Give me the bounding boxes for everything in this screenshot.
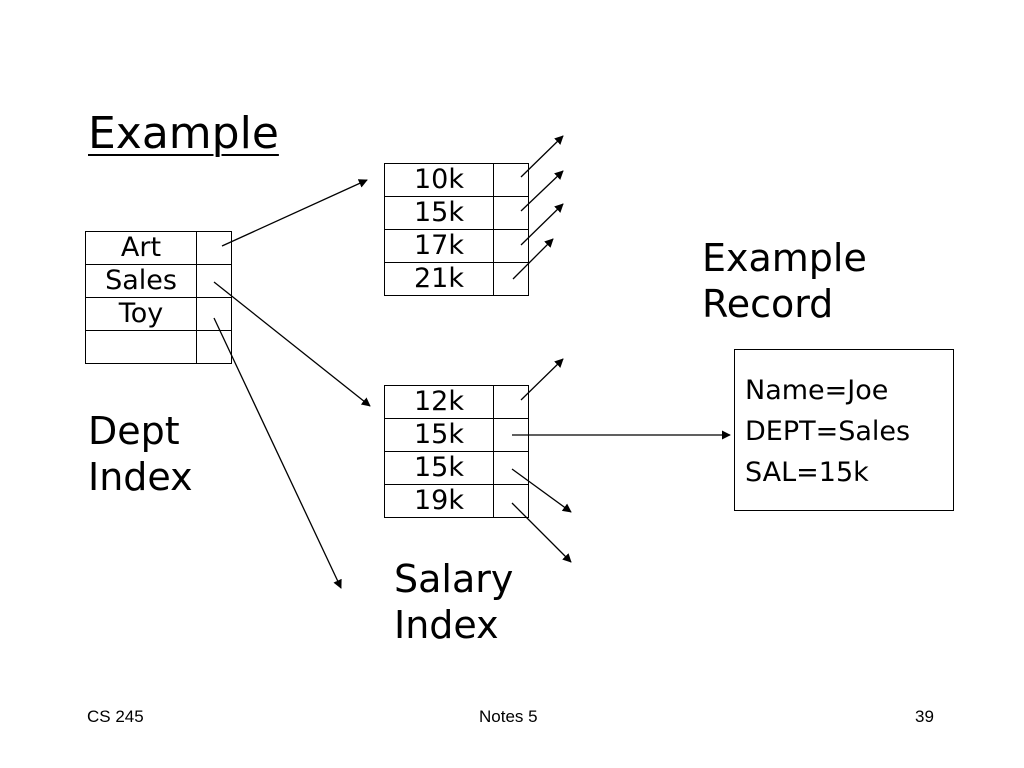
- footer-page-number: 39: [915, 707, 934, 726]
- salary-key: 12k: [384, 385, 494, 419]
- pointer-cell: [196, 330, 232, 364]
- dept-index-label: Dept Index: [88, 408, 193, 500]
- salary-index-row: 10k: [384, 163, 529, 197]
- example-record-label: Example Record: [702, 235, 867, 327]
- dept-key: [85, 330, 197, 364]
- dept-key: Sales: [85, 264, 197, 298]
- pointer-cell: [196, 297, 232, 331]
- salary-index-label: Salary Index: [394, 556, 513, 648]
- record-pointer-arrow: [520, 135, 564, 178]
- record-pointer-arrow: [511, 502, 572, 563]
- salary-index-row: 19k: [384, 484, 529, 518]
- record-pointer-arrow: [512, 238, 554, 280]
- footer-course: CS 245: [87, 707, 144, 726]
- pointer-cell: [493, 163, 529, 197]
- pointer-cell: [493, 262, 529, 296]
- toy-pointer-arrow: [213, 317, 342, 589]
- example-record-label-line: Record: [702, 282, 834, 326]
- example-record-box: Name=Joe DEPT=Sales SAL=15k: [734, 349, 954, 511]
- slide-title: Example: [88, 108, 279, 159]
- salary-index-bottom-table: 12k 15k 15k 19k: [384, 385, 529, 518]
- salary-index-row: 21k: [384, 262, 529, 296]
- record-pointer-arrow: [511, 468, 572, 513]
- dept-index-row: [85, 330, 232, 364]
- record-pointer-arrow: [520, 358, 564, 401]
- salary-key: 21k: [384, 262, 494, 296]
- dept-key: Toy: [85, 297, 197, 331]
- example-record-label-line: Example: [702, 236, 867, 280]
- salary-key: 19k: [384, 484, 494, 518]
- dept-index-row: Toy: [85, 297, 232, 331]
- pointer-cell: [493, 484, 529, 518]
- salary-index-label-line: Salary: [394, 557, 514, 601]
- footer-notes: Notes 5: [479, 707, 538, 726]
- art-pointer-arrow: [221, 179, 368, 247]
- salary-index-row: 12k: [384, 385, 529, 419]
- salary-index-top-table: 10k 15k 17k 21k: [384, 163, 529, 296]
- record-pointer-arrow: [520, 170, 564, 212]
- record-pointer-arrow: [520, 203, 564, 246]
- dept-key: Art: [85, 231, 197, 265]
- pointer-cell: [493, 385, 529, 419]
- salary-index-label-line: Index: [394, 603, 499, 647]
- salary-key: 10k: [384, 163, 494, 197]
- record-field: SAL=15k: [745, 457, 869, 488]
- salary-index-row: 15k: [384, 196, 529, 230]
- record-field: DEPT=Sales: [745, 416, 911, 447]
- sales-pointer-arrow: [213, 281, 371, 407]
- salary-key: 15k: [384, 196, 494, 230]
- dept-index-label-line: Dept: [88, 409, 180, 453]
- dept-index-label-line: Index: [88, 455, 193, 499]
- record-field: Name=Joe: [745, 375, 889, 406]
- dept-index-table: Art Sales Toy: [85, 231, 232, 364]
